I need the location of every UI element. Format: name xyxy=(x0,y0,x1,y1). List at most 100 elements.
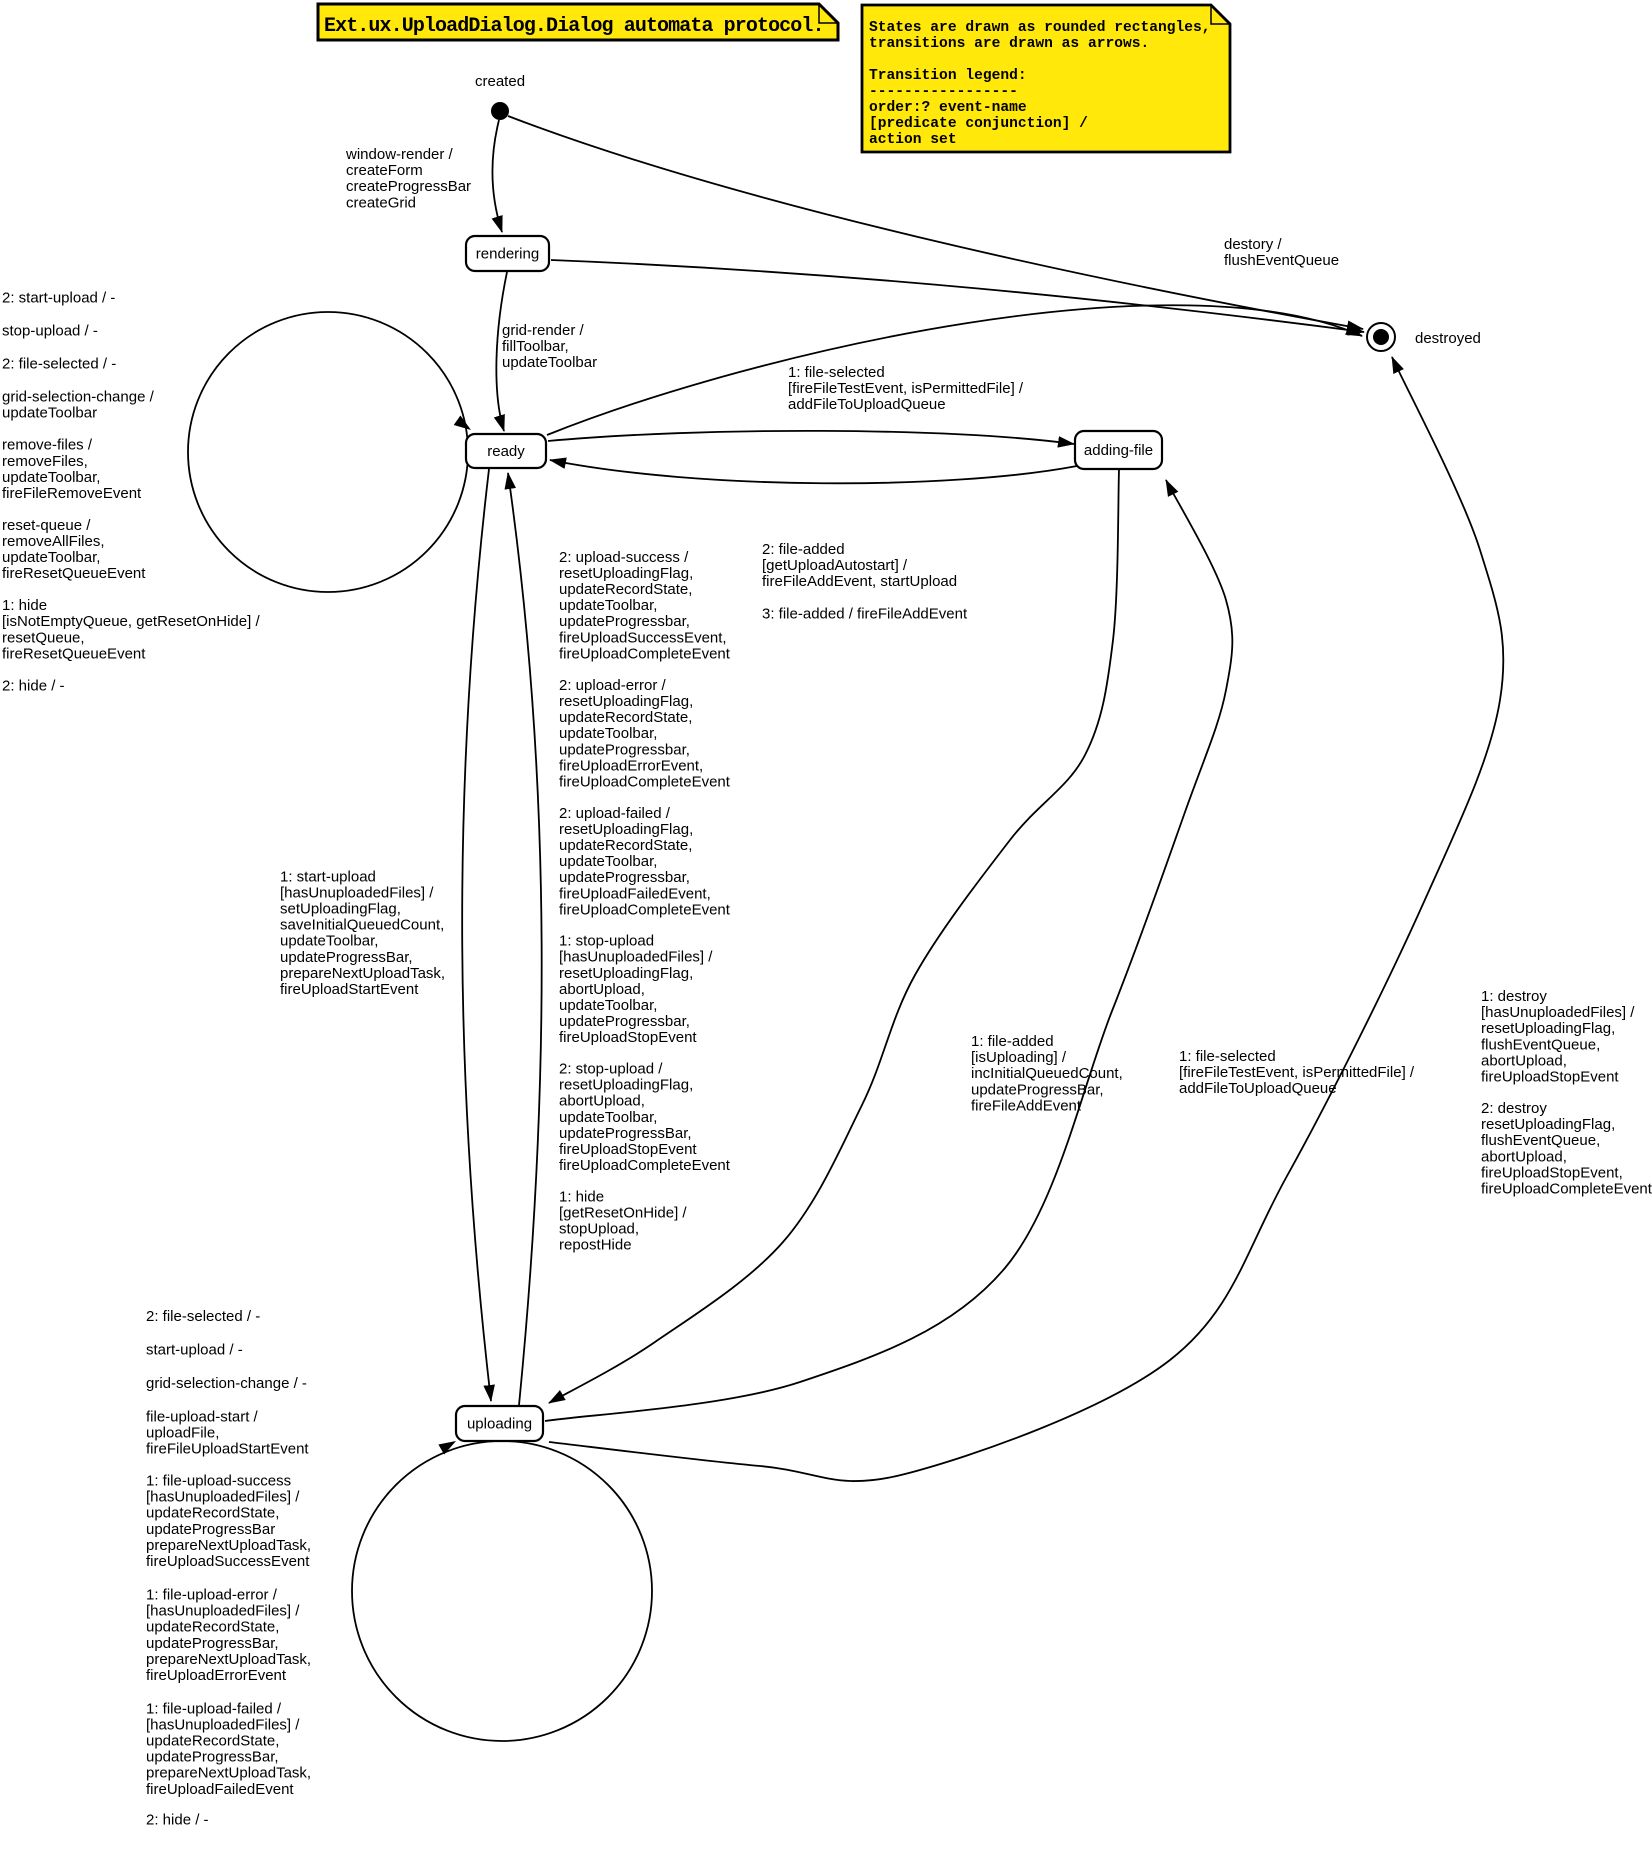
svg-text:[hasUnuploadedFiles] /: [hasUnuploadedFiles] / xyxy=(146,1603,300,1620)
svg-text:2: start-upload / -: 2: start-upload / - xyxy=(2,290,115,307)
svg-text:fireFileUploadStartEvent: fireFileUploadStartEvent xyxy=(146,1441,309,1458)
svg-text:resetUploadingFlag,: resetUploadingFlag, xyxy=(559,965,693,982)
svg-text:destory /: destory / xyxy=(1224,236,1282,253)
svg-text:fireUploadFailedEvent: fireUploadFailedEvent xyxy=(146,1781,294,1798)
svg-text:createGrid: createGrid xyxy=(346,194,416,211)
svg-text:setUploadingFlag,: setUploadingFlag, xyxy=(280,901,401,918)
svg-text:updateProgressBar: updateProgressBar xyxy=(146,1521,275,1538)
svg-text:removeFiles,: removeFiles, xyxy=(2,453,88,470)
svg-text:updateRecordState,: updateRecordState, xyxy=(146,1505,279,1522)
svg-text:updateToolbar,: updateToolbar, xyxy=(2,469,100,486)
svg-text:updateToolbar,: updateToolbar, xyxy=(559,725,657,742)
svg-text:updateToolbar,: updateToolbar, xyxy=(559,997,657,1014)
svg-text:Transition legend:: Transition legend: xyxy=(869,68,1027,84)
svg-text:updateRecordState,: updateRecordState, xyxy=(146,1619,279,1636)
svg-text:grid-selection-change / -: grid-selection-change / - xyxy=(146,1375,307,1392)
svg-text:fireResetQueueEvent: fireResetQueueEvent xyxy=(2,645,146,662)
svg-text:1: stop-upload: 1: stop-upload xyxy=(559,933,654,950)
svg-text:fireUploadSuccessEvent: fireUploadSuccessEvent xyxy=(146,1553,310,1570)
svg-text:fireUploadStopEvent: fireUploadStopEvent xyxy=(559,1141,697,1158)
svg-text:resetUploadingFlag,: resetUploadingFlag, xyxy=(559,565,693,582)
svg-text:reset-queue /: reset-queue / xyxy=(2,517,91,534)
svg-text:updateToolbar,: updateToolbar, xyxy=(559,1109,657,1126)
svg-text:[predicate conjunction] /: [predicate conjunction] / xyxy=(869,116,1088,132)
svg-text:updateToolbar: updateToolbar xyxy=(502,354,597,371)
svg-text:updateToolbar,: updateToolbar, xyxy=(559,597,657,614)
svg-text:destroyed: destroyed xyxy=(1415,330,1481,347)
svg-text:prepareNextUploadTask,: prepareNextUploadTask, xyxy=(280,965,445,982)
svg-text:2: upload-error /: 2: upload-error / xyxy=(559,677,667,694)
svg-text:abortUpload,: abortUpload, xyxy=(1481,1148,1567,1165)
svg-text:[hasUnuploadedFiles] /: [hasUnuploadedFiles] / xyxy=(1481,1004,1635,1021)
svg-text:remove-files /: remove-files / xyxy=(2,437,93,454)
svg-text:flushEventQueue,: flushEventQueue, xyxy=(1481,1036,1600,1053)
svg-text:fireUploadErrorEvent: fireUploadErrorEvent xyxy=(146,1667,287,1684)
svg-text:saveInitialQueuedCount,: saveInitialQueuedCount, xyxy=(280,917,444,934)
svg-text:2: file-selected / -: 2: file-selected / - xyxy=(146,1308,260,1325)
svg-text:[getResetOnHide] /: [getResetOnHide] / xyxy=(559,1205,687,1222)
svg-text:updateProgressbar,: updateProgressbar, xyxy=(559,869,690,886)
svg-text:[getUploadAutostart] /: [getUploadAutostart] / xyxy=(762,557,908,574)
svg-text:[hasUnuploadedFiles] /: [hasUnuploadedFiles] / xyxy=(146,1489,300,1506)
svg-text:abortUpload,: abortUpload, xyxy=(559,1093,645,1110)
svg-text:[hasUnuploadedFiles] /: [hasUnuploadedFiles] / xyxy=(559,949,713,966)
svg-text:createForm: createForm xyxy=(346,162,423,179)
svg-text:fireUploadErrorEvent,: fireUploadErrorEvent, xyxy=(559,757,703,774)
svg-text:created: created xyxy=(475,73,525,90)
svg-text:start-upload / -: start-upload / - xyxy=(146,1342,243,1359)
svg-text:-----------------: ----------------- xyxy=(869,84,1018,100)
svg-text:fireFileRemoveEvent: fireFileRemoveEvent xyxy=(2,485,142,502)
svg-text:updateProgressBar,: updateProgressBar, xyxy=(559,1125,692,1142)
svg-text:fireResetQueueEvent: fireResetQueueEvent xyxy=(2,565,146,582)
svg-text:2: upload-success /: 2: upload-success / xyxy=(559,549,689,566)
svg-text:grid-selection-change /: grid-selection-change / xyxy=(2,389,155,406)
svg-text:[hasUnuploadedFiles] /: [hasUnuploadedFiles] / xyxy=(146,1716,300,1733)
svg-text:fireUploadStopEvent: fireUploadStopEvent xyxy=(559,1029,697,1046)
svg-text:updateRecordState,: updateRecordState, xyxy=(559,709,692,726)
svg-text:1: destroy: 1: destroy xyxy=(1481,988,1547,1005)
svg-text:updateToolbar,: updateToolbar, xyxy=(559,853,657,870)
svg-text:uploading: uploading xyxy=(467,1416,532,1433)
svg-text:updateToolbar,: updateToolbar, xyxy=(2,549,100,566)
svg-text:updateProgressbar,: updateProgressbar, xyxy=(559,613,690,630)
svg-text:prepareNextUploadTask,: prepareNextUploadTask, xyxy=(146,1537,311,1554)
svg-text:fillToolbar,: fillToolbar, xyxy=(502,338,569,355)
svg-text:resetUploadingFlag,: resetUploadingFlag, xyxy=(1481,1116,1615,1133)
svg-text:updateProgressbar,: updateProgressbar, xyxy=(559,741,690,758)
svg-text:updateRecordState,: updateRecordState, xyxy=(146,1733,279,1750)
svg-text:resetUploadingFlag,: resetUploadingFlag, xyxy=(559,821,693,838)
svg-text:updateToolbar: updateToolbar xyxy=(2,405,97,422)
svg-text:stopUpload,: stopUpload, xyxy=(559,1221,639,1238)
svg-text:abortUpload,: abortUpload, xyxy=(559,981,645,998)
svg-text:[hasUnuploadedFiles] /: [hasUnuploadedFiles] / xyxy=(280,884,434,901)
svg-text:abortUpload,: abortUpload, xyxy=(1481,1052,1567,1069)
svg-text:updateProgressbar,: updateProgressbar, xyxy=(559,1013,690,1030)
svg-text:incInitialQueuedCount,: incInitialQueuedCount, xyxy=(971,1065,1123,1082)
svg-text:uploadFile,: uploadFile, xyxy=(146,1424,219,1441)
svg-text:1: file-upload-error /: 1: file-upload-error / xyxy=(146,1587,278,1604)
svg-text:file-upload-start /: file-upload-start / xyxy=(146,1408,259,1425)
svg-text:resetUploadingFlag,: resetUploadingFlag, xyxy=(559,693,693,710)
svg-text:repostHide: repostHide xyxy=(559,1237,632,1254)
svg-text:fireUploadStartEvent: fireUploadStartEvent xyxy=(280,981,419,998)
svg-text:2: hide / -: 2: hide / - xyxy=(146,1811,209,1828)
svg-text:resetQueue,: resetQueue, xyxy=(2,629,85,646)
svg-text:2: file-added: 2: file-added xyxy=(762,541,845,558)
svg-text:fireUploadCompleteEvent: fireUploadCompleteEvent xyxy=(559,645,731,662)
svg-text:flushEventQueue: flushEventQueue xyxy=(1224,252,1339,269)
svg-text:fireUploadSuccessEvent,: fireUploadSuccessEvent, xyxy=(559,629,727,646)
svg-text:updateRecordState,: updateRecordState, xyxy=(559,837,692,854)
svg-text:prepareNextUploadTask,: prepareNextUploadTask, xyxy=(146,1651,311,1668)
svg-text:removeAllFiles,: removeAllFiles, xyxy=(2,533,105,550)
svg-text:fireUploadCompleteEvent: fireUploadCompleteEvent xyxy=(559,1157,731,1174)
svg-text:2: hide / -: 2: hide / - xyxy=(2,677,65,694)
svg-text:resetUploadingFlag,: resetUploadingFlag, xyxy=(1481,1020,1615,1037)
svg-text:updateProgressBar,: updateProgressBar, xyxy=(146,1635,279,1652)
svg-text:3: file-added / fireFileAddEve: 3: file-added / fireFileAddEvent xyxy=(762,605,968,622)
svg-text:prepareNextUploadTask,: prepareNextUploadTask, xyxy=(146,1765,311,1782)
svg-text:fireFileAddEvent, startUpload: fireFileAddEvent, startUpload xyxy=(762,573,957,590)
svg-text:updateProgressBar,: updateProgressBar, xyxy=(280,949,413,966)
svg-text:fireUploadCompleteEvent: fireUploadCompleteEvent xyxy=(559,774,731,791)
svg-text:action set: action set xyxy=(869,132,957,148)
svg-text:addFileToUploadQueue: addFileToUploadQueue xyxy=(1179,1080,1337,1097)
